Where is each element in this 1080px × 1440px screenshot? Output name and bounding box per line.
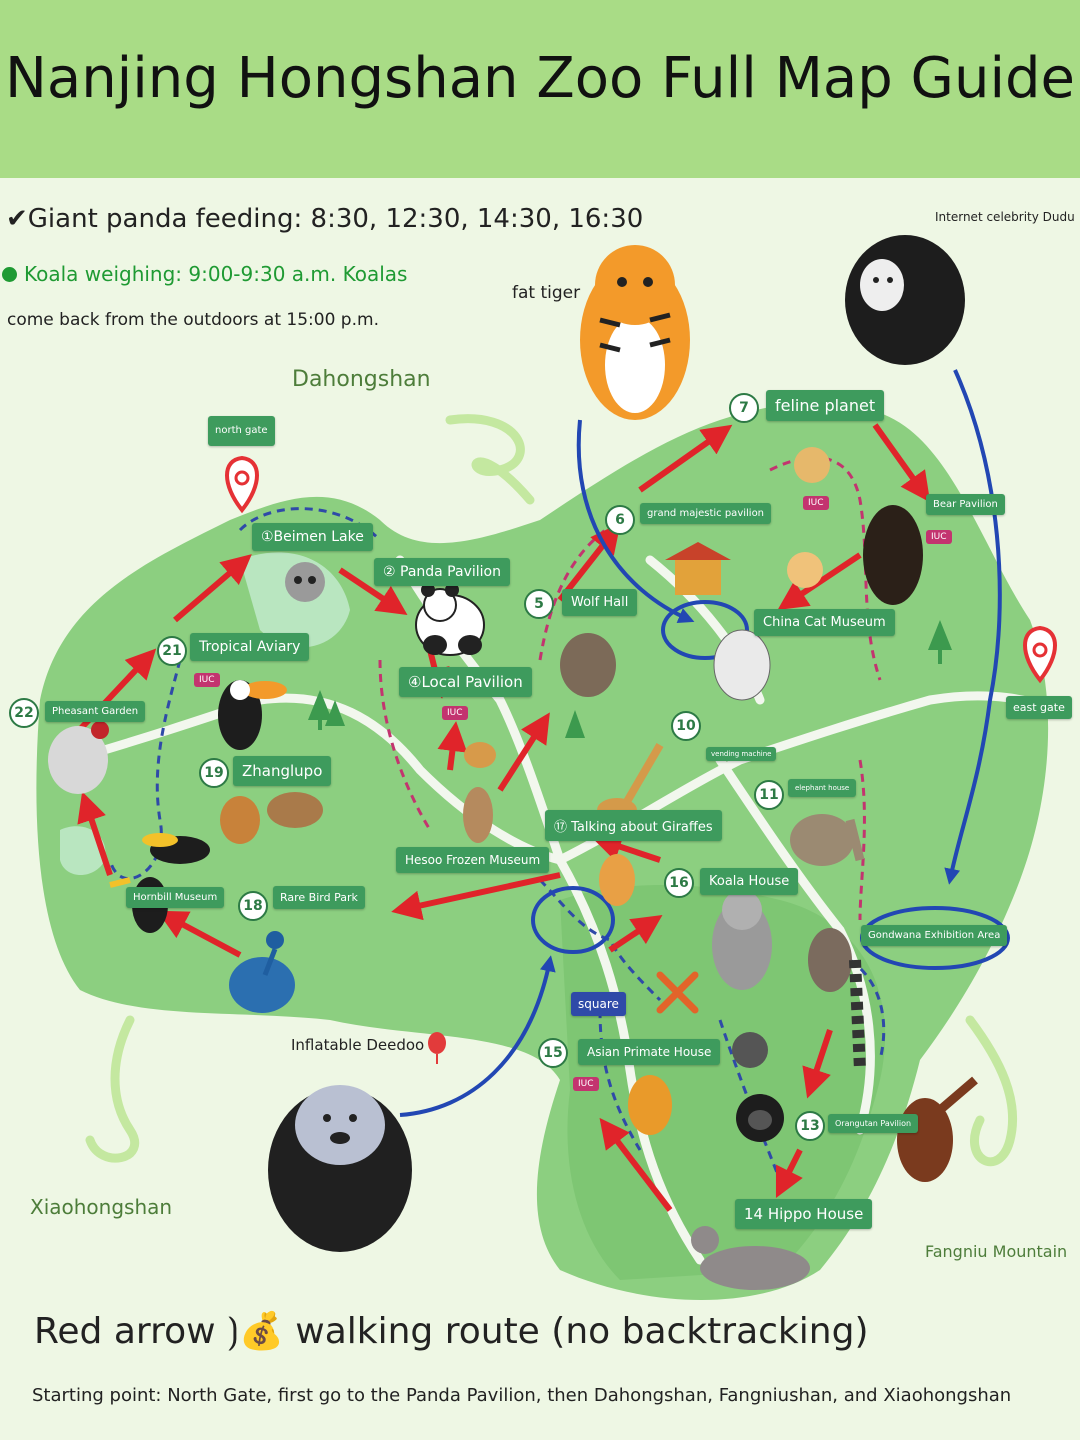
toucan-figure — [218, 680, 287, 750]
label-orangutan[interactable]: Orangutan Pavilion — [828, 1114, 919, 1133]
marker-13: 13 — [795, 1111, 825, 1141]
label-square[interactable]: square — [571, 992, 626, 1016]
marker-22: 22 — [9, 698, 39, 728]
pavilion-figure — [665, 542, 731, 595]
label-koala-house[interactable]: Koala House — [700, 868, 799, 895]
label-hornbill-museum[interactable]: Hornbill Museum — [126, 887, 225, 908]
monkey-figure — [845, 235, 965, 365]
marker-5: 5 — [524, 589, 554, 619]
tag-iuc: IUC — [573, 1077, 599, 1091]
marker-21: 21 — [157, 636, 187, 666]
label-zhanglupo[interactable]: Zhanglupo — [233, 756, 332, 786]
title-banner: Nanjing Hongshan Zoo Full Map Guide — [0, 0, 1080, 178]
panda-figure — [415, 583, 485, 656]
label-east-gate[interactable]: east gate — [1006, 696, 1072, 719]
region-dahongshan: Dahongshan — [292, 367, 431, 392]
label-wolf-hall[interactable]: Wolf Hall — [562, 589, 638, 616]
green-dot-icon — [2, 267, 17, 282]
panda-feeding-info: ✔Giant panda feeding: 8:30, 12:30, 14:30… — [6, 204, 644, 234]
marker-10: 10 — [671, 711, 701, 741]
label-bear-pavilion[interactable]: Bear Pavilion — [926, 494, 1005, 515]
label-pheasant-garden[interactable]: Pheasant Garden — [45, 701, 146, 722]
label-elephant-house[interactable]: elephant house — [788, 779, 857, 797]
marker-19: 19 — [199, 758, 229, 788]
marker-16: 16 — [664, 868, 694, 898]
toucan-figure — [142, 833, 210, 864]
peacock-figure — [229, 931, 295, 1013]
region-xiaohongshan: Xiaohongshan — [30, 1195, 173, 1219]
lemur-figure — [808, 928, 866, 1071]
marker-6: 6 — [605, 505, 635, 535]
location-pin-icon — [225, 455, 259, 514]
tag-iuc: IUC — [926, 530, 952, 544]
koala-return-info: come back from the outdoors at 15:00 p.m… — [7, 310, 379, 330]
label-rare-bird-park[interactable]: Rare Bird Park — [273, 886, 365, 909]
region-fangniu: Fangniu Mountain — [925, 1242, 1068, 1261]
note-fat-tiger: fat tiger — [512, 283, 581, 303]
label-vending-machine[interactable]: vending machine — [706, 747, 777, 761]
elephant-figure — [790, 814, 865, 866]
legend-start: Starting point: North Gate, first go to … — [32, 1385, 1012, 1406]
red-route-arrows — [67, 423, 931, 1212]
marker-7: 7 — [729, 393, 759, 423]
white-tiger-figure — [713, 629, 771, 701]
page-title: Nanjing Hongshan Zoo Full Map Guide — [4, 46, 1075, 111]
tree-icon — [308, 620, 952, 738]
marker-18: 18 — [238, 891, 268, 921]
label-hesoo-museum[interactable]: Hesoo Frozen Museum — [396, 847, 550, 873]
gorilla-figure — [268, 1085, 412, 1252]
cat-figure — [787, 447, 830, 588]
tag-iuc: IUC — [194, 673, 220, 687]
location-pin-icon — [1023, 625, 1057, 684]
label-tropical-aviary[interactable]: Tropical Aviary — [190, 633, 310, 661]
bear-figure — [863, 505, 923, 605]
tag-iuc: IUC — [442, 706, 468, 720]
label-north-gate[interactable]: north gate — [208, 416, 275, 446]
marker-15: 15 — [538, 1038, 568, 1068]
lemur-figure — [285, 562, 325, 602]
label-talking-giraffes[interactable]: ⑰ Talking about Giraffes — [545, 810, 722, 841]
label-asian-primate[interactable]: Asian Primate House — [578, 1039, 721, 1065]
label-feline-planet[interactable]: feline planet — [766, 390, 885, 421]
label-panda-pavilion[interactable]: ② Panda Pavilion — [374, 558, 510, 586]
wolf-figure — [560, 633, 616, 697]
koala-weighing-text: Koala weighing: 9:00-9:30 a.m. Koalas — [24, 262, 408, 286]
marker-11: 11 — [754, 780, 784, 810]
legend-route: Red arrow ⟯💰 walking route (no backtrack… — [34, 1311, 869, 1352]
note-celebrity: Internet celebrity Dudu — [935, 210, 1075, 224]
pheasant-figure — [48, 721, 109, 794]
koala-figure — [712, 890, 772, 990]
decorative-squiggles — [85, 414, 1018, 1167]
hippo-figure — [691, 1226, 810, 1290]
label-beimen-lake[interactable]: ①Beimen Lake — [252, 523, 373, 551]
deer-figure — [220, 792, 323, 844]
label-china-cat-museum[interactable]: China Cat Museum — [754, 609, 895, 636]
golden-monkey-figure — [628, 1075, 672, 1135]
koala-weighing-info: Koala weighing: 9:00-9:30 a.m. Koalas — [2, 262, 407, 286]
balloon-icon — [428, 1032, 446, 1064]
label-local-pavilion[interactable]: ④Local Pavilion — [399, 667, 532, 697]
gorilla-icon — [732, 1032, 784, 1142]
tiger-figure — [580, 245, 690, 420]
label-gondwana[interactable]: Gondwana Exhibition Area — [861, 925, 1008, 946]
note-inflatable: Inflatable Deedoo — [291, 1036, 425, 1054]
tag-iuc: IUC — [803, 496, 829, 510]
label-grand-majestic[interactable]: grand majestic pavilion — [640, 503, 772, 524]
meerkat-figure — [463, 742, 496, 843]
label-hippo-house[interactable]: 14 Hippo House — [735, 1199, 873, 1229]
food-icon — [656, 971, 699, 1014]
